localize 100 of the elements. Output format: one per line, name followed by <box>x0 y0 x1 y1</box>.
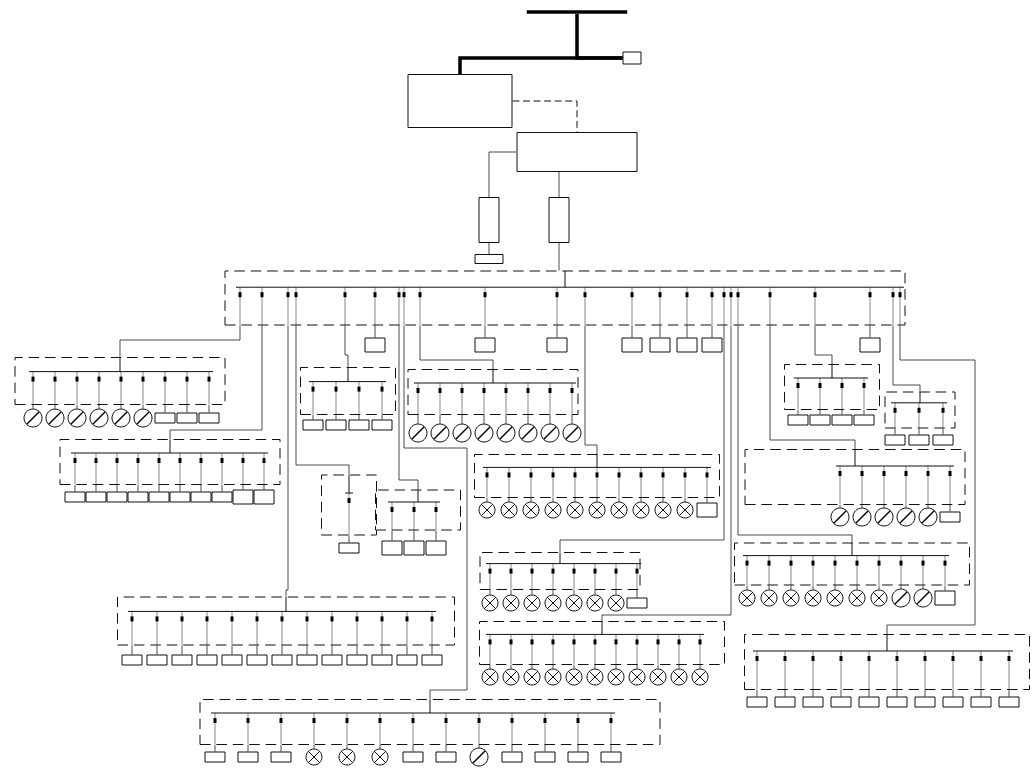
cable-line <box>488 151 517 198</box>
cable-line <box>784 689 786 697</box>
equipment-box <box>121 654 143 666</box>
equipment-box <box>270 751 292 763</box>
equipment-box <box>271 654 293 666</box>
equipment-box <box>196 654 218 666</box>
cable-line <box>573 589 575 595</box>
lamp-symbol <box>632 501 650 519</box>
drive-symbol <box>934 590 956 606</box>
lamp-symbol <box>523 668 541 686</box>
equipment-box <box>421 654 443 666</box>
cable-line <box>335 414 337 420</box>
equipment-box <box>321 654 343 666</box>
cable-line <box>119 325 241 358</box>
cable-line <box>231 645 233 655</box>
drive-symbol <box>676 337 698 353</box>
lamp-symbol <box>544 501 562 519</box>
equipment-box <box>204 751 226 763</box>
equipment-box <box>548 197 570 243</box>
cable-line <box>558 242 560 271</box>
cable-line <box>610 744 612 752</box>
cable-line <box>531 664 533 669</box>
drive-symbol <box>649 337 671 353</box>
cable-line <box>869 325 871 338</box>
equipment-box <box>325 419 347 431</box>
cable-line <box>206 645 208 655</box>
equipment-box <box>169 491 191 503</box>
lamp-symbol <box>610 501 628 519</box>
cable-line <box>313 744 315 749</box>
cable-line <box>486 497 488 502</box>
lamp-symbol <box>804 589 822 607</box>
cable-line <box>95 484 97 492</box>
equipment-box <box>348 419 370 431</box>
motor-symbol <box>111 408 131 428</box>
cable-line <box>478 744 480 748</box>
lamp-symbol <box>586 668 604 686</box>
cable-line <box>445 744 447 752</box>
panel-enclosure <box>375 489 461 531</box>
cable-line <box>812 689 814 697</box>
cable-line <box>312 414 314 420</box>
cable-line <box>348 535 350 543</box>
lamp-symbol <box>691 668 709 686</box>
cable-line <box>769 325 856 450</box>
motor-symbol <box>67 408 87 428</box>
lamp-symbol <box>848 589 866 607</box>
cable-line <box>856 585 858 590</box>
equipment-box <box>296 654 318 666</box>
lamp-symbol <box>782 589 800 607</box>
cable-line <box>840 689 842 697</box>
cable-line <box>137 484 139 492</box>
cable-line <box>186 404 188 413</box>
equipment-box <box>407 74 513 128</box>
lamp-symbol <box>566 501 584 519</box>
cable-line <box>331 645 333 655</box>
cable-line <box>737 325 853 543</box>
cable-line <box>164 404 166 413</box>
equipment-box <box>154 412 176 424</box>
motor-symbol <box>496 423 516 443</box>
equipment-box <box>534 751 556 763</box>
cable-line <box>924 689 926 697</box>
motor-symbol <box>913 588 933 608</box>
cable-line <box>142 404 144 409</box>
equipment-box <box>371 654 393 666</box>
cable-line <box>659 325 661 338</box>
cable-line <box>896 689 898 697</box>
cable-line <box>527 414 529 424</box>
cable-line <box>510 589 512 595</box>
cable-line <box>306 645 308 655</box>
motor-symbol <box>133 408 153 428</box>
cable-line <box>208 404 210 413</box>
cable-line <box>374 325 376 338</box>
cable-line <box>531 589 533 595</box>
equipment-box <box>970 696 992 708</box>
equipment-box <box>853 414 875 426</box>
equipment-box <box>146 654 168 666</box>
motor-symbol <box>830 507 850 527</box>
cable-line <box>596 497 598 502</box>
lamp-symbol <box>338 748 356 766</box>
cable-line <box>256 645 258 655</box>
motor-symbol <box>452 423 472 443</box>
cable-line <box>631 325 633 338</box>
cable-line <box>552 589 554 595</box>
cable-line <box>214 744 216 752</box>
cable-line <box>574 497 576 502</box>
lamp-symbol <box>654 501 672 519</box>
lamp-symbol <box>870 589 888 607</box>
cable-line <box>594 589 596 595</box>
drive-symbol <box>696 502 718 518</box>
cable-line <box>594 664 596 669</box>
drive-symbol <box>701 337 723 353</box>
motor-symbol <box>469 747 489 767</box>
drive-symbol <box>621 337 643 353</box>
busbar <box>526 10 628 14</box>
cable-line <box>54 404 56 409</box>
cable-line <box>346 744 348 749</box>
cable-line <box>573 664 575 669</box>
motor-symbol <box>23 408 43 428</box>
equipment-box <box>884 434 906 446</box>
cable-line <box>398 325 419 490</box>
motor-symbol <box>430 423 450 443</box>
